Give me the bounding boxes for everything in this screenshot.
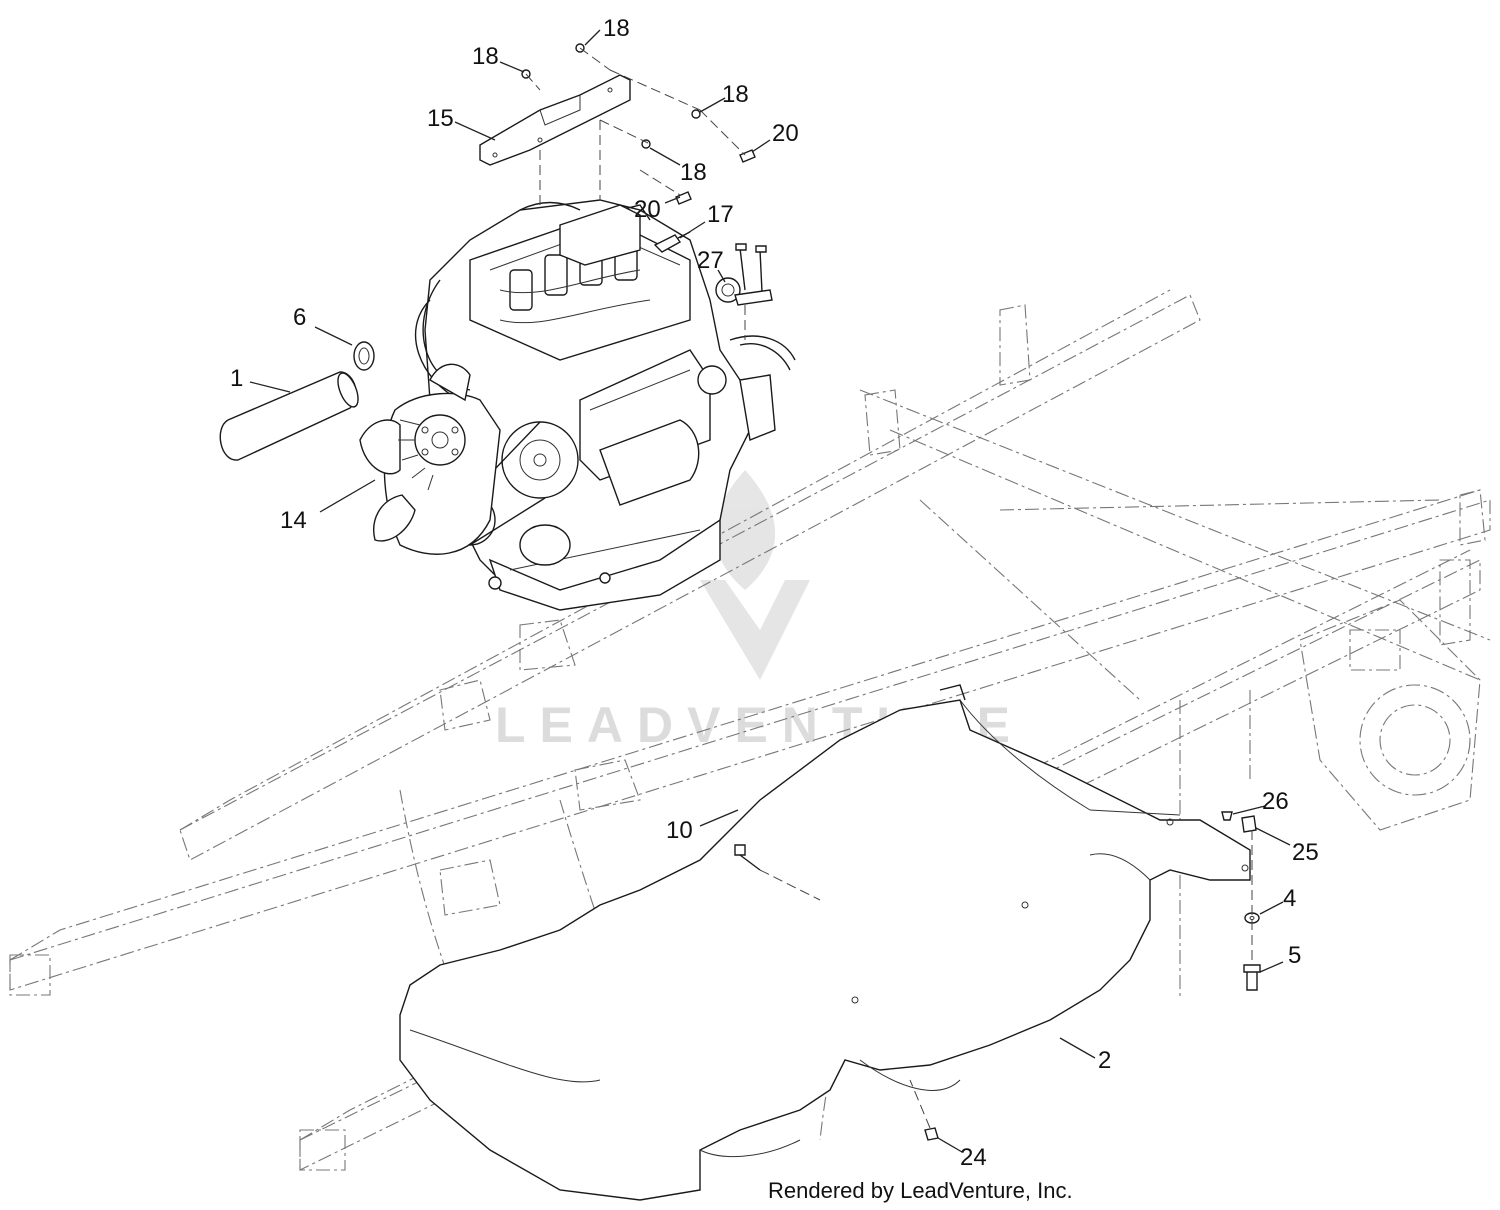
callout-14: 14: [280, 507, 307, 534]
callout-5: 5: [1288, 942, 1301, 969]
fan-part-14: [359, 363, 501, 555]
callout-10: 10: [666, 817, 693, 844]
engine-assembly: [414, 199, 796, 611]
callout-24: 24: [960, 1144, 987, 1171]
callout-2: 2: [1098, 1047, 1111, 1074]
skid-plate-part-2: [399, 684, 1251, 1201]
callout-27: 27: [697, 247, 724, 274]
bolt-part-10: [734, 844, 821, 901]
clamp-part-27: [715, 243, 773, 340]
callout-17: 17: [707, 201, 734, 228]
nut-part-24: [909, 1079, 939, 1141]
callout-18-lower: 18: [680, 159, 707, 186]
callout-4: 4: [1283, 885, 1296, 912]
callout-25: 25: [1292, 839, 1319, 866]
fastener-part-26: [1221, 811, 1233, 821]
callout-6: 6: [293, 304, 306, 331]
callout-20-lower: 20: [634, 196, 661, 223]
callout-26: 26: [1262, 788, 1289, 815]
frame-phantom: [9, 289, 1491, 1181]
leader-lines: [249, 29, 1291, 1153]
callout-18-left: 18: [472, 43, 499, 70]
hardware-18-20: [521, 43, 756, 210]
callout-18-top: 18: [603, 15, 630, 42]
bracket-part-15: [479, 74, 631, 166]
bolt-part-5: [1243, 830, 1261, 991]
hose-part-1: [219, 371, 359, 461]
callout-labels: 1 6 14 15 18 18 18 18 20 20 17 27 10 26 …: [230, 15, 1319, 1171]
nut-part-25: [1241, 815, 1257, 833]
callout-20-upper: 20: [772, 120, 799, 147]
callout-15: 15: [427, 105, 454, 132]
footer-credit: Rendered by LeadVenture, Inc.: [768, 1178, 1073, 1203]
callout-1: 1: [230, 365, 243, 392]
callout-18-right: 18: [722, 81, 749, 108]
clamp-part-6: [353, 341, 375, 371]
